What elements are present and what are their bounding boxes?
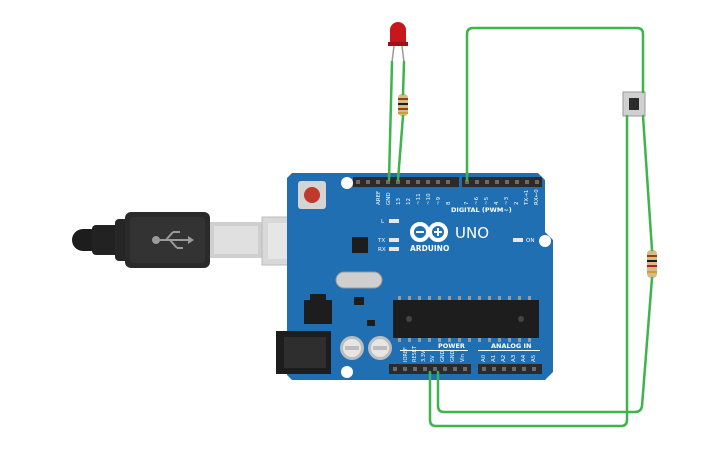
arduino-logo-icon (410, 222, 448, 242)
led-rx-label: RX (378, 247, 386, 253)
voltage-regulator (304, 294, 332, 324)
pin-label: 7 (464, 201, 470, 205)
pin-label: 13 (396, 198, 402, 205)
digital-header (353, 177, 542, 187)
digital-pin-labels: AREF GND 13 12 ~11 ~10 ~9 8 7 ~6 ~5 4 ~3… (376, 189, 540, 206)
red-led[interactable] (388, 22, 408, 63)
wire-pin7-button[interactable] (465, 26, 645, 182)
pin-label: GND (386, 192, 392, 205)
wire-resistor-pin13[interactable] (396, 114, 405, 182)
wire-button-5v[interactable] (428, 114, 629, 428)
pin-label: A2 (501, 355, 507, 362)
pin-label: ~11 (416, 193, 422, 205)
arduino-logo-glyphs (416, 228, 442, 236)
capacitor (368, 336, 392, 360)
push-button[interactable] (622, 91, 646, 117)
power-header (389, 364, 471, 374)
mounting-hole (341, 366, 353, 378)
smd-component (354, 297, 364, 305)
usb-symbol-icon (152, 231, 194, 249)
brand-label: ARDUINO (410, 244, 449, 253)
digital-section-label: DIGITAL (PWM~) (451, 206, 512, 214)
pin-label: AREF (376, 191, 382, 205)
usb-controller-chip (352, 237, 368, 253)
pin-label: RX←0 (534, 189, 540, 205)
power-pin-labels: IOREF RESET 3.3V 5V GND GND Vin (403, 345, 466, 362)
pin-label: GND (450, 350, 456, 362)
wire-led-gnd[interactable] (387, 60, 394, 182)
pin-label: ~9 (436, 196, 442, 205)
pin-label: A4 (521, 354, 527, 362)
pin-label: TX→1 (524, 190, 530, 206)
pin-label: IOREF (403, 347, 409, 362)
pin-label: 12 (406, 198, 412, 205)
pin-label: Vin (460, 354, 466, 362)
pin-label: ~6 (474, 196, 480, 205)
pin-label: GND (440, 350, 446, 362)
led-resistor[interactable] (398, 94, 408, 116)
pin-label: A0 (481, 354, 487, 362)
pin-label: A3 (511, 354, 517, 362)
led-tx-label: TX (377, 238, 385, 244)
atmega-microcontroller (393, 296, 539, 342)
wires (387, 26, 654, 428)
analog-pin-labels: A0 A1 A2 A3 A4 A5 (481, 354, 537, 362)
pin-label: 5V (430, 355, 436, 362)
capacitor (340, 336, 364, 360)
pin-label: A1 (491, 355, 497, 362)
wire-button-resistor[interactable] (641, 114, 654, 252)
led-on-label: ON (526, 238, 534, 244)
wire-resistor-gnd[interactable] (436, 276, 654, 414)
power-jack (276, 331, 331, 374)
pin-label: RESET (412, 345, 418, 362)
analog-header (478, 364, 542, 374)
pin-label: ~10 (426, 193, 432, 205)
analog-section-label: ANALOG IN (491, 342, 531, 350)
pin-label: 8 (446, 201, 452, 205)
pulldown-resistor[interactable] (647, 250, 657, 278)
pin-label: ~5 (484, 196, 490, 205)
pin-label: 3.3V (421, 350, 427, 362)
wire-led-resistor[interactable] (401, 60, 406, 96)
model-label: UNO (455, 224, 489, 242)
pin-label: 2 (514, 202, 520, 206)
pin-label: ~3 (504, 196, 510, 205)
arduino-uno-board[interactable]: AREF GND 13 12 ~11 ~10 ~9 8 7 ~6 ~5 4 ~3… (276, 173, 553, 380)
mounting-hole (341, 177, 353, 189)
pin-label: A5 (531, 354, 537, 362)
smd-component (367, 320, 375, 326)
crystal-oscillator (335, 271, 383, 289)
reset-button[interactable] (298, 181, 326, 209)
pin-label: 4 (494, 201, 500, 205)
power-section-label: POWER (438, 342, 465, 350)
led-l-label: L (381, 219, 385, 225)
status-leds: L TX RX ON (377, 219, 534, 253)
mounting-hole (539, 235, 551, 247)
